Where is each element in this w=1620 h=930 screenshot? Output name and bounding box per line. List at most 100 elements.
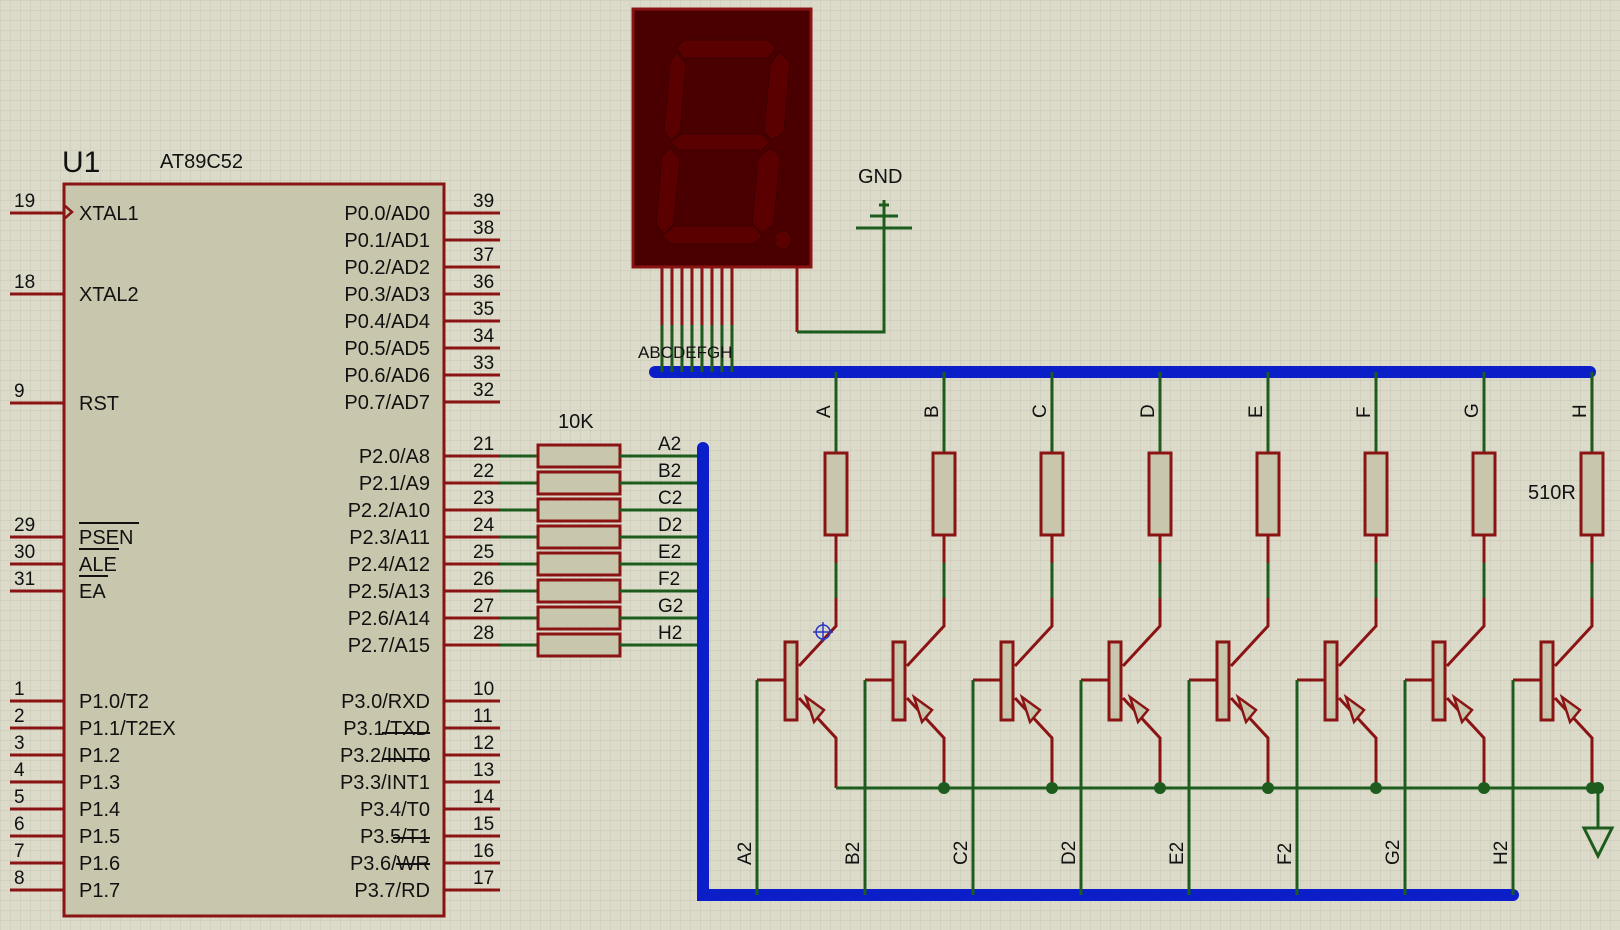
collector-lead: [1553, 598, 1594, 668]
segment-resistor[interactable]: [931, 451, 957, 537]
net-label: D2: [658, 515, 682, 536]
gnd-wire[interactable]: [797, 228, 886, 334]
base-resistor-D2[interactable]: D2: [500, 515, 703, 550]
resistor-body[interactable]: [536, 551, 622, 577]
segment-c: [751, 147, 781, 235]
pin-name: P1.2: [79, 745, 120, 767]
pin-number: 26: [473, 569, 494, 590]
mcu-pin-4[interactable]: 4P1.3: [10, 760, 120, 794]
segment-resistor[interactable]: [1255, 451, 1281, 537]
display-pin-labels: ABCDEFGH: [638, 343, 732, 362]
mcu-pin-7[interactable]: 7P1.6: [10, 841, 120, 875]
gnd-symbol[interactable]: GND: [856, 166, 912, 230]
base-resistor-A2[interactable]: A2: [500, 434, 703, 469]
driver-stage-F[interactable]: FF2: [1275, 372, 1389, 895]
base-bus[interactable]: [697, 442, 1519, 901]
segment-resistor[interactable]: [1147, 451, 1173, 537]
base-resistor-F2[interactable]: F2: [500, 569, 703, 604]
driver-stage-A[interactable]: AA2: [735, 372, 849, 895]
segment-net-label: B: [922, 405, 943, 418]
pin-name: P0.0/AD0: [344, 203, 430, 225]
pin-name: P1.1/T2EX: [79, 718, 176, 740]
seven-segment-display[interactable]: ABCDEFGH: [631, 7, 886, 372]
collector-lead: [797, 598, 838, 668]
pin-number: 25: [473, 542, 494, 563]
mcu-pin-5[interactable]: 5P1.4: [10, 787, 120, 821]
segment-resistor[interactable]: [1363, 451, 1389, 537]
base-resistor-B2[interactable]: B2: [500, 461, 703, 496]
driver-stage-D[interactable]: DD2: [1059, 372, 1173, 895]
pin-number: 18: [14, 272, 35, 293]
resistor-body[interactable]: [536, 497, 622, 523]
resistor-body[interactable]: [536, 605, 622, 631]
resistor-body[interactable]: [536, 443, 622, 469]
segment-resistor[interactable]: [1579, 451, 1605, 537]
driver-stage-G[interactable]: GG2: [1383, 372, 1497, 895]
base-resistor-C2[interactable]: C2: [500, 488, 703, 523]
resistor-body[interactable]: [536, 524, 622, 550]
mcu-pin-8[interactable]: 8P1.7: [10, 868, 120, 902]
driver-stage-E[interactable]: EE2: [1167, 372, 1281, 895]
segment-resistor[interactable]: [823, 451, 849, 537]
pin-name: P2.3/A11: [349, 527, 430, 549]
base-resistor-G2[interactable]: G2: [500, 596, 703, 631]
resistor-body[interactable]: [536, 578, 622, 604]
pin-name: P3.4/T0: [360, 799, 430, 821]
net-label: E2: [658, 542, 681, 563]
transistor-base-bar: [1107, 640, 1123, 722]
pin-number: 8: [14, 868, 25, 889]
mcu-u1[interactable]: U1 AT89C52 19XTAL118XTAL29RST29PSEN30ALE…: [10, 146, 500, 918]
base-resistor-H2[interactable]: H2: [500, 623, 703, 658]
pin-number: 1: [14, 679, 25, 700]
resistor-body[interactable]: [536, 632, 622, 658]
base-resistor-E2[interactable]: E2: [500, 542, 703, 577]
collector-lead: [905, 598, 946, 668]
resistor-body[interactable]: [536, 470, 622, 496]
pin-number: 31: [14, 569, 35, 590]
collector-lead: [1445, 598, 1486, 668]
mcu-pin-2[interactable]: 2P1.1/T2EX: [10, 706, 176, 740]
pin-name: P3.6/WR: [350, 853, 430, 875]
driver-stage-B[interactable]: BB2: [843, 372, 957, 895]
segment-resistor[interactable]: [1039, 451, 1065, 537]
mcu-pin-1[interactable]: 1P1.0/T2: [10, 679, 149, 713]
segment-resistor[interactable]: [1471, 451, 1497, 537]
pin-name: P0.2/AD2: [344, 257, 430, 279]
mcu-pin-3[interactable]: 3P1.2: [10, 733, 120, 767]
mcu-body[interactable]: [62, 182, 446, 918]
segment-net-label: D: [1138, 404, 1159, 418]
collector-lead: [1337, 598, 1378, 668]
mcu-pin-6[interactable]: 6P1.5: [10, 814, 120, 848]
pin-name: P2.1/A9: [359, 473, 430, 495]
